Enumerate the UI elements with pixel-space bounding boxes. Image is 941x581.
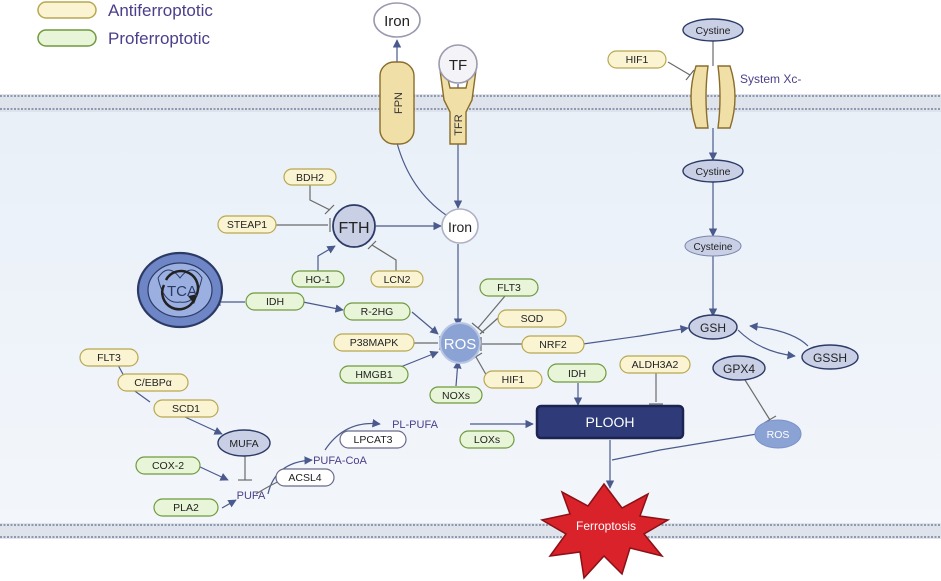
factor-p38mapk: P38MAPK xyxy=(333,333,415,352)
nrf2-label: NRF2 xyxy=(539,339,567,351)
plooh-label: PLOOH xyxy=(585,414,634,430)
lpcat3-label: LPCAT3 xyxy=(354,434,393,446)
legend-pro-swatch xyxy=(37,29,97,47)
pla2-label: PLA2 xyxy=(173,502,199,514)
factor-acsl4: ACSL4 xyxy=(275,468,335,487)
tfr-label: TFR xyxy=(453,114,465,135)
system-xc-transporter: System Xc- xyxy=(690,65,801,129)
tfr-receptor: TFR xyxy=(439,69,477,145)
factor-cox2: COX-2 xyxy=(135,456,201,475)
flt3-ros-label: FLT3 xyxy=(497,282,521,294)
factor-bdh2: BDH2 xyxy=(283,168,337,186)
idh-plooh-label: IDH xyxy=(568,368,586,380)
factor-pla2: PLA2 xyxy=(153,498,219,517)
flt3-left-label: FLT3 xyxy=(97,352,121,364)
plooh-box: PLOOH xyxy=(535,404,685,440)
hmgb1-label: HMGB1 xyxy=(355,369,393,381)
factor-cebpa: C/EBPα xyxy=(117,373,189,392)
sod-label: SOD xyxy=(521,313,544,325)
ferroptosis-label: Ferroptosis xyxy=(576,519,636,533)
cysteine-label: Cysteine xyxy=(694,242,733,253)
cystine-in-label: Cystine xyxy=(695,166,730,178)
factor-lcn2: LCN2 xyxy=(370,270,424,288)
legend-pro-label: Proferroptotic xyxy=(108,29,211,48)
loxs-label: LOXs xyxy=(474,434,500,446)
factor-hmgb1: HMGB1 xyxy=(339,365,409,384)
membrane-bottom xyxy=(0,523,941,539)
steap1-label: STEAP1 xyxy=(227,219,267,231)
factor-r2hg: R-2HG xyxy=(343,302,411,321)
factor-sod: SOD xyxy=(497,309,567,328)
mitochondrion: TCA xyxy=(136,251,224,329)
iron-out-label: Iron xyxy=(384,13,410,30)
tf-node: TF xyxy=(438,44,478,84)
iron-out-node: Iron xyxy=(373,2,421,38)
ros-node: ROS xyxy=(439,322,481,364)
r2hg-label: R-2HG xyxy=(361,306,394,318)
pufa-coa-label: PUFA-CoA xyxy=(313,455,367,467)
iron-in-node: Iron xyxy=(441,208,479,244)
hif1-ros-label: HIF1 xyxy=(502,374,525,386)
pl-pufa-label: PL-PUFA xyxy=(392,419,439,431)
factor-ho1: HO-1 xyxy=(291,270,345,288)
factor-loxs: LOXs xyxy=(459,430,515,449)
fth-label: FTH xyxy=(338,220,369,237)
fpn-channel: FPN xyxy=(379,61,415,145)
gsh-node: GSH xyxy=(688,314,738,340)
cox2-label: COX-2 xyxy=(152,460,184,472)
legend: Antiferroptotic Proferroptotic xyxy=(37,1,213,48)
system-xc-label: System Xc- xyxy=(740,72,801,86)
factor-hif1-ros: HIF1 xyxy=(483,370,543,389)
factor-steap1: STEAP1 xyxy=(217,215,277,234)
factor-flt3-left: FLT3 xyxy=(79,348,139,367)
ros2-label: ROS xyxy=(767,429,790,441)
legend-anti-swatch xyxy=(37,1,97,19)
lcn2-label: LCN2 xyxy=(384,274,411,286)
tf-label: TF xyxy=(449,57,467,74)
gpx4-label: GPX4 xyxy=(723,362,755,376)
fth-node: FTH xyxy=(332,204,376,248)
factor-scd1: SCD1 xyxy=(153,399,219,418)
hif1-top-label: HIF1 xyxy=(626,54,649,66)
noxs-label: NOXs xyxy=(442,390,470,402)
factor-hif1-top: HIF1 xyxy=(607,50,667,69)
mufa-node: MUFA xyxy=(217,429,271,457)
ros-label: ROS xyxy=(444,336,477,353)
gssh-label: GSSH xyxy=(813,351,847,365)
cysteine-node: Cysteine xyxy=(684,235,742,257)
cystine-out-node: Cystine xyxy=(682,18,744,42)
gsh-label: GSH xyxy=(700,321,726,335)
ferroptosis-burst: Ferroptosis xyxy=(539,482,671,580)
factor-idh-left: IDH xyxy=(245,292,305,311)
iron-in-label: Iron xyxy=(448,219,472,235)
factor-lpcat3: LPCAT3 xyxy=(339,430,407,449)
acsl4-label: ACSL4 xyxy=(288,472,321,484)
ros2-node: ROS xyxy=(754,419,802,449)
tca-label: TCA xyxy=(167,283,197,300)
cystine-out-label: Cystine xyxy=(695,25,730,37)
gpx4-node: GPX4 xyxy=(712,355,766,381)
cebpa-label: C/EBPα xyxy=(134,377,172,389)
cystine-in-node: Cystine xyxy=(682,159,744,183)
p38mapk-label: P38MAPK xyxy=(350,337,398,349)
factor-aldh3a2: ALDH3A2 xyxy=(619,355,691,374)
bdh2-label: BDH2 xyxy=(296,172,324,184)
aldh3a2-label: ALDH3A2 xyxy=(632,359,679,371)
factor-nrf2: NRF2 xyxy=(521,335,585,354)
legend-anti-label: Antiferroptotic xyxy=(108,1,213,20)
scd1-label: SCD1 xyxy=(172,403,200,415)
fpn-label: FPN xyxy=(393,92,405,114)
factor-noxs: NOXs xyxy=(429,386,483,404)
mufa-label: MUFA xyxy=(229,438,258,450)
factor-idh-plooh: IDH xyxy=(547,363,607,383)
ho1-label: HO-1 xyxy=(305,274,330,286)
pufa-label: PUFA xyxy=(237,490,266,502)
idh-left-label: IDH xyxy=(266,296,284,308)
gssh-node: GSSH xyxy=(801,344,859,370)
factor-flt3-ros: FLT3 xyxy=(479,278,539,297)
